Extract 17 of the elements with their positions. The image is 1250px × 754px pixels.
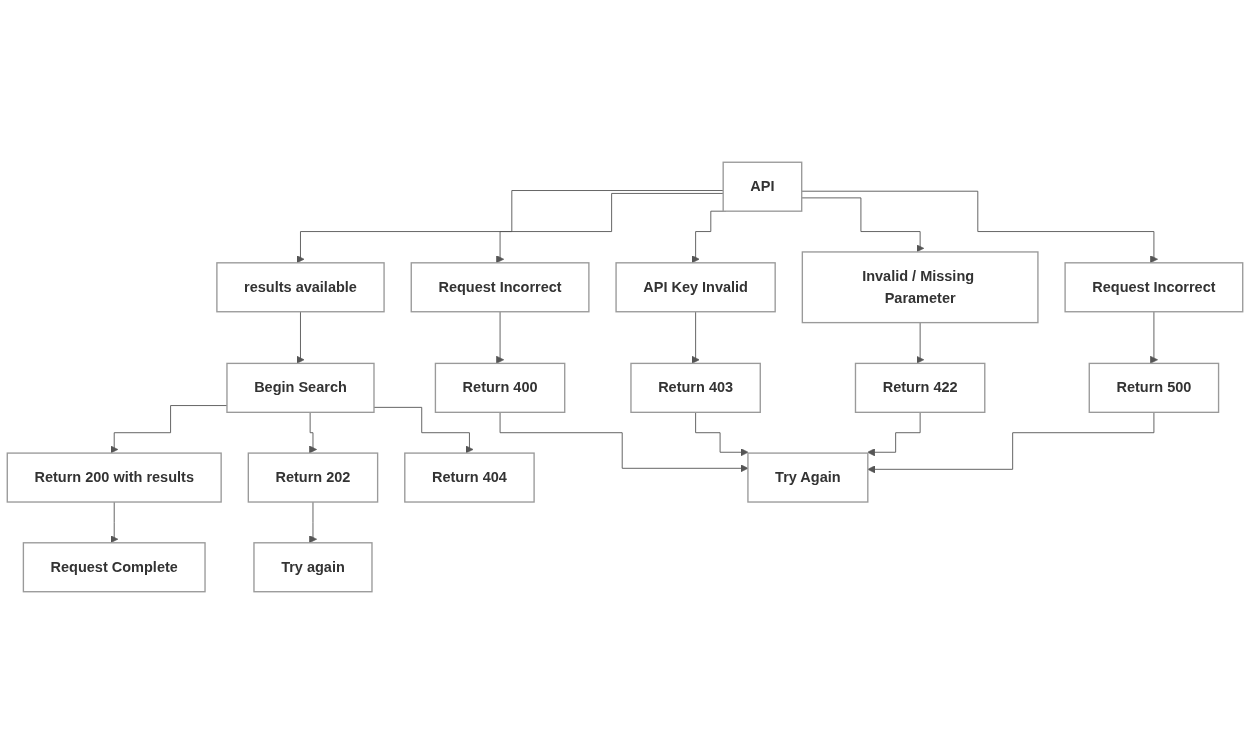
node-box: Return 422	[854, 362, 986, 413]
node-box: Try Again	[747, 452, 869, 503]
node-box: Request Complete	[22, 542, 206, 593]
node-box: Invalid / Missing Parameter	[801, 251, 1039, 324]
node-box: Return 500	[1088, 362, 1220, 413]
node-box: Request Incorrect	[410, 262, 590, 313]
node-box: Return 200 with results	[6, 452, 222, 503]
node-box: Return 404	[404, 452, 535, 503]
node-box: results available	[216, 262, 385, 313]
node-box: API	[722, 161, 803, 212]
node-box: Try again	[253, 542, 373, 593]
node-box: Begin Search	[226, 362, 375, 413]
node-box: Return 400	[434, 362, 566, 413]
node-box: Return 202	[247, 452, 379, 503]
node-box: Request Incorrect	[1064, 262, 1244, 313]
node-box: API Key Invalid	[615, 262, 776, 313]
node-box: Return 403	[630, 362, 761, 413]
